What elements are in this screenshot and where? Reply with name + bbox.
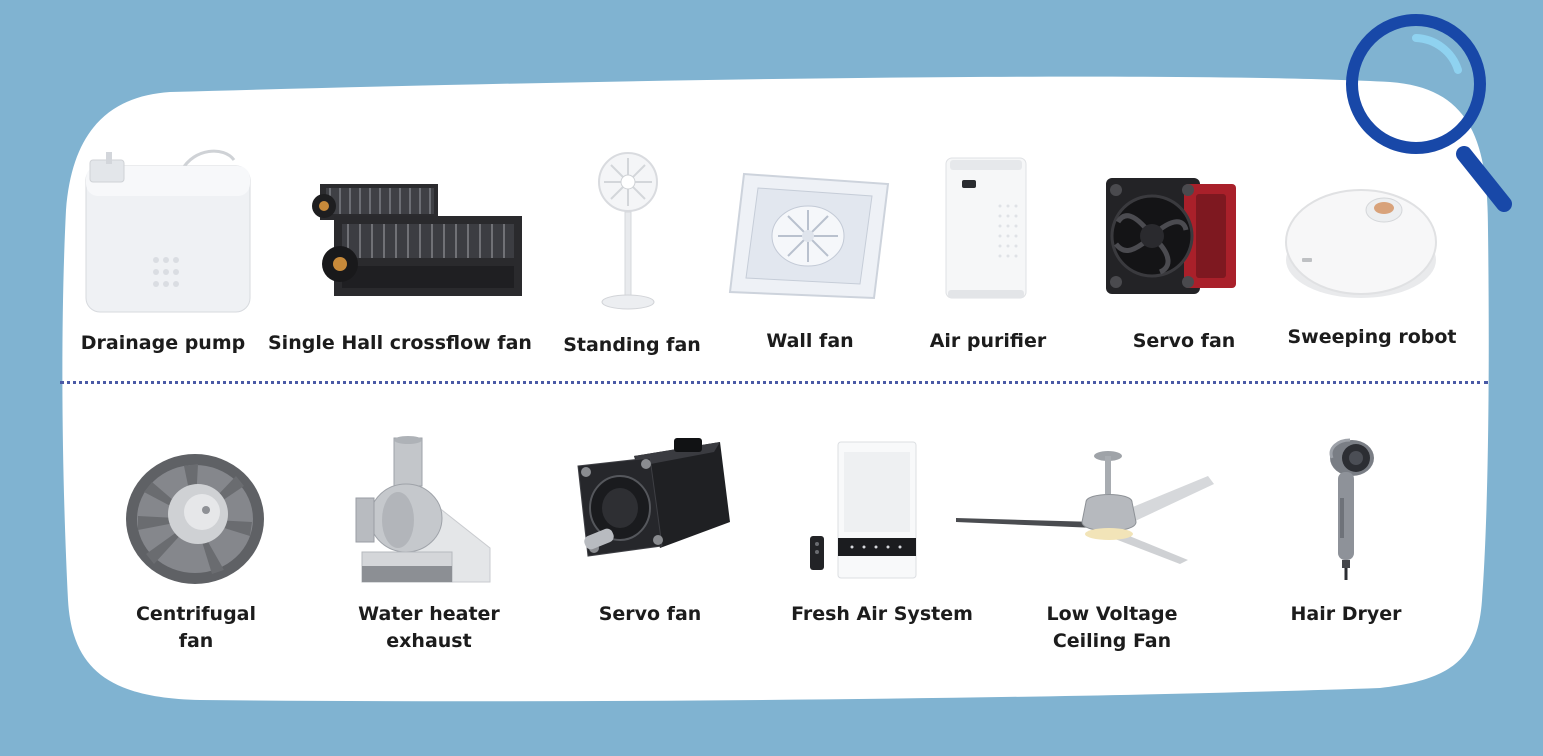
label-hair-dryer: Hair Dryer (1290, 603, 1402, 625)
sweeping-robot-icon (1284, 182, 1438, 300)
fresh-air-system-icon (806, 440, 918, 580)
label-ceiling-fan-line1: Low Voltage (1046, 603, 1178, 625)
hair-dryer-icon (1318, 438, 1376, 582)
label-centrifugal-fan-line2: fan (178, 630, 214, 652)
label-water-heater-line1: Water heater (358, 603, 500, 625)
water-heater-exhaust-icon (355, 436, 492, 584)
label-ceiling-fan-line2: Ceiling Fan (1052, 630, 1172, 652)
server-fan-icon (1104, 172, 1238, 298)
label-water-heater-exhaust: Water heater exhaust (344, 601, 514, 655)
ceiling-fan-icon (956, 448, 1214, 568)
label-standing-fan: Standing fan (563, 334, 701, 356)
drainage-pump-icon (84, 148, 254, 316)
servo-motor-icon (574, 436, 732, 572)
standing-fan-icon (596, 152, 660, 312)
label-water-heater-line2: exhaust (386, 630, 472, 652)
centrifugal-fan-icon (124, 452, 266, 586)
label-fresh-air-system: Fresh Air System (791, 603, 973, 625)
label-centrifugal-fan: Centrifugal fan (116, 601, 276, 655)
label-sweeping-robot: Sweeping robot (1287, 326, 1457, 348)
wall-fan-icon (728, 170, 890, 302)
label-crossflow-fan: Single Hall crossflow fan (268, 332, 532, 354)
magnifier-icon (1346, 14, 1512, 212)
label-centrifugal-fan-line1: Centrifugal (135, 603, 257, 625)
label-drainage-pump: Drainage pump (80, 332, 246, 354)
label-servo-fan-bottom: Servo fan (598, 603, 702, 625)
label-wall-fan: Wall fan (766, 330, 854, 352)
label-servo-fan-top: Servo fan (1132, 330, 1236, 352)
crossflow-fan-icon (312, 172, 527, 304)
air-purifier-icon (944, 156, 1028, 300)
row-divider (60, 381, 1488, 384)
label-ceiling-fan: Low Voltage Ceiling Fan (1030, 601, 1194, 655)
label-air-purifier: Air purifier (929, 330, 1047, 352)
